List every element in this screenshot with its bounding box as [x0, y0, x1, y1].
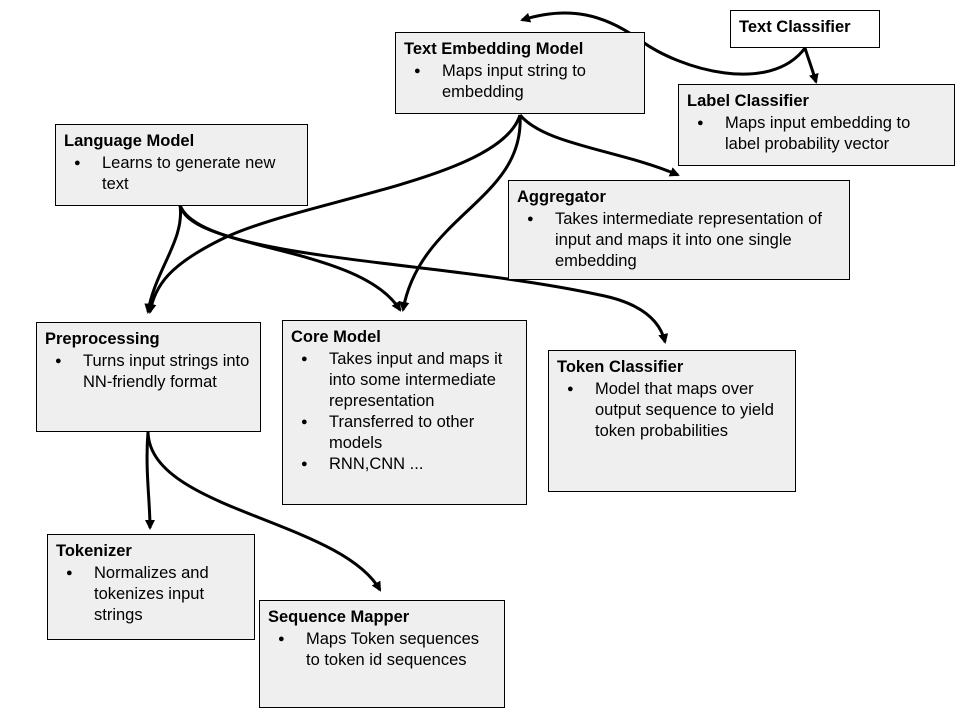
node-bullet: Turns input strings into NN-friendly for… [45, 351, 252, 393]
node-label-classifier: Label Classifier Maps input embedding to… [678, 84, 955, 166]
edge-language-model-to-core-model [178, 204, 402, 312]
edge-text-classifier-to-label-classifier [803, 47, 819, 84]
node-title: Preprocessing [45, 330, 160, 348]
edge-language-model-to-preprocessing [144, 204, 183, 314]
edge-text-embedding-model-to-aggregator [518, 114, 680, 177]
edge-preprocessing-to-tokenizer [144, 431, 155, 530]
node-title: Label Classifier [687, 92, 809, 110]
node-language-model: Language Model Learns to generate new te… [55, 124, 308, 206]
edge-preprocessing-to-sequence-mapper [146, 431, 382, 592]
node-title: Tokenizer [56, 542, 132, 560]
node-title: Language Model [64, 132, 195, 150]
node-token-classifier: Token Classifier Model that maps over ou… [548, 350, 796, 492]
node-bullet: Model that maps over output sequence to … [557, 379, 787, 442]
node-bullet: Transferred to other models [291, 412, 518, 454]
node-bullet: Takes input and maps it into some interm… [291, 349, 518, 412]
node-tokenizer: Tokenizer Normalizes and tokenizes input… [47, 534, 255, 640]
node-title: Core Model [291, 328, 381, 346]
edge-text-embedding-model-to-core-model [399, 114, 522, 312]
edge-language-model-to-token-classifier [178, 204, 669, 344]
node-bullet: Takes intermediate representation of inp… [517, 209, 841, 272]
node-sequence-mapper: Sequence Mapper Maps Token sequences to … [259, 600, 505, 708]
node-title: Text Classifier [739, 18, 851, 36]
node-core-model: Core Model Takes input and maps it into … [282, 320, 527, 505]
node-bullet: Learns to generate new text [64, 153, 299, 195]
node-bullet: Normalizes and tokenizes input strings [56, 563, 246, 626]
node-preprocessing: Preprocessing Turns input strings into N… [36, 322, 261, 432]
node-text-embedding-model: Text Embedding Model Maps input string t… [395, 32, 645, 114]
node-title: Sequence Mapper [268, 608, 410, 626]
node-bullet: Maps input string to embedding [404, 61, 636, 103]
node-title: Aggregator [517, 188, 606, 206]
node-text-classifier: Text Classifier [730, 10, 880, 48]
node-title: Token Classifier [557, 358, 684, 376]
node-title: Text Embedding Model [404, 40, 584, 58]
node-bullet: Maps Token sequences to token id sequenc… [268, 629, 496, 671]
node-bullet: Maps input embedding to label probabilit… [687, 113, 946, 155]
node-aggregator: Aggregator Takes intermediate representa… [508, 180, 850, 280]
edge-text-embedding-model-to-preprocessing [146, 114, 522, 314]
node-bullet: RNN,CNN ... [291, 454, 518, 475]
